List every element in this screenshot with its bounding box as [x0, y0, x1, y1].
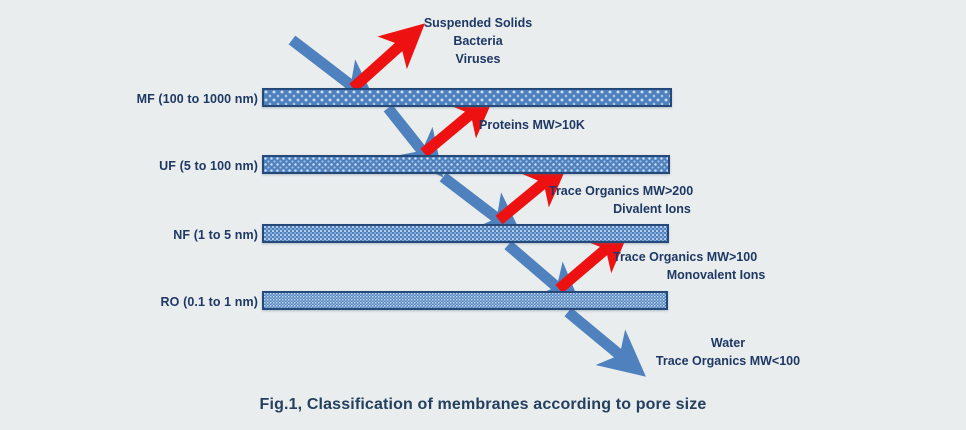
- membrane-label-mf: MF (100 to 1000 nm): [136, 92, 258, 106]
- feed-arrow-ro: [504, 240, 583, 310]
- rejected-group-mf: Suspended Solids Bacteria Viruses: [388, 14, 568, 68]
- rejected-group-ro: Trace Organics MW>100 Monovalent Ions: [613, 248, 819, 284]
- rejected-group-uf: Proteins MW>10K: [479, 116, 699, 134]
- reject-arrow-uf: [420, 93, 496, 158]
- permeate-group: Water Trace Organics MW<100: [625, 334, 831, 370]
- membrane-bar-mf: [262, 88, 672, 107]
- membrane-bar-uf: [262, 155, 670, 174]
- feed-arrow-mf: [288, 35, 378, 106]
- membrane-label-nf: NF (1 to 5 nm): [173, 228, 258, 242]
- permeate-line-2: Trace Organics MW<100: [655, 354, 801, 368]
- rejected-mf-line-3: Viruses: [455, 52, 501, 66]
- reject-arrow-nf: [495, 162, 569, 225]
- figure-caption: Fig.1, Classification of membranes accor…: [259, 396, 707, 413]
- membrane-bar-ro: [262, 291, 668, 310]
- rejected-ro-line-2: Monovalent Ions: [666, 268, 766, 282]
- permeate-line-1: Water: [710, 336, 746, 350]
- reject-arrow-ro: [555, 227, 631, 294]
- rejected-group-nf: Trace Organics MW>200 Divalent Ions: [549, 182, 755, 218]
- rejected-nf-line-1: Trace Organics MW>200: [549, 184, 694, 198]
- membrane-label-ro: RO (0.1 to 1 nm): [160, 295, 258, 309]
- rejected-mf-line-1: Suspended Solids: [423, 16, 533, 30]
- rejected-mf-line-2: Bacteria: [453, 34, 503, 48]
- feed-arrow-uf: [383, 104, 444, 178]
- rejected-uf-line-1: Proteins MW>10K: [479, 118, 585, 132]
- membrane-bar-nf: [262, 224, 669, 243]
- rejected-ro-line-1: Trace Organics MW>100: [613, 250, 758, 264]
- permeate-arrow: [564, 307, 646, 377]
- feed-arrow-nf: [439, 172, 524, 239]
- membrane-label-uf: UF (5 to 100 nm): [159, 159, 258, 173]
- rejected-nf-line-2: Divalent Ions: [613, 202, 691, 216]
